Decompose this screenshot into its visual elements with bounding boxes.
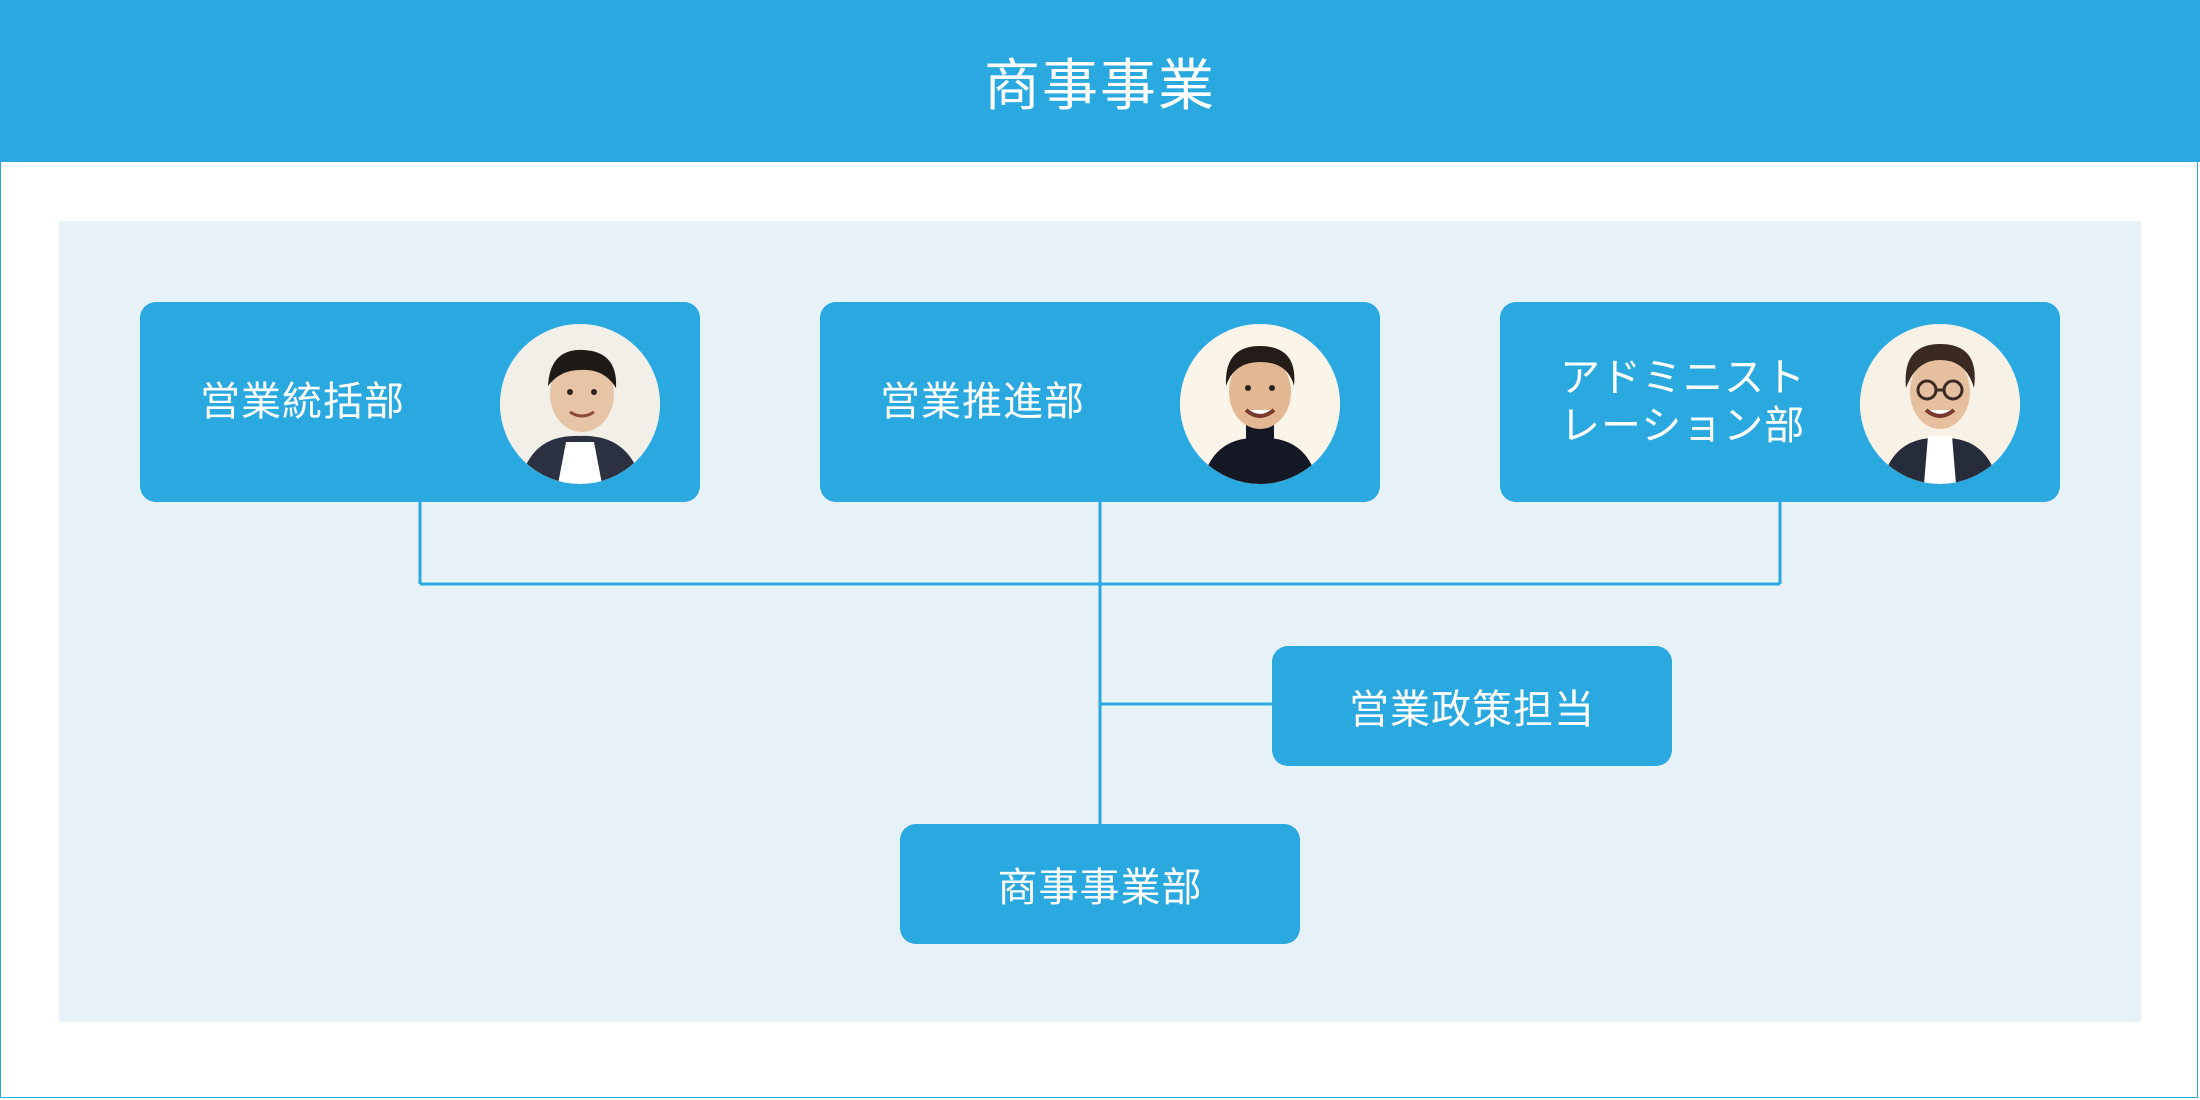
person-photo-icon xyxy=(500,324,660,484)
dept-box-sales-management[interactable]: 営業統括部 xyxy=(140,302,700,502)
dept-label: 営業推進部 xyxy=(880,379,1085,425)
sales-policy-label: 営業政策担当 xyxy=(1349,687,1595,733)
page-title: 商事事業 xyxy=(984,53,1216,119)
dept-box-administration[interactable]: アドミニスト レーション部 xyxy=(1500,302,2060,502)
person-photo-icon xyxy=(1860,324,2020,484)
sales-policy-box[interactable]: 営業政策担当 xyxy=(1272,646,1672,766)
dept-label: アドミニスト レーション部 xyxy=(1560,355,1806,449)
page-title-bar: 商事事業 xyxy=(0,0,2200,162)
trading-business-dept-box[interactable]: 商事事業部 xyxy=(900,824,1300,944)
trading-business-dept-label: 商事事業部 xyxy=(997,865,1203,911)
dept-box-sales-promotion[interactable]: 営業推進部 xyxy=(820,302,1380,502)
dept-label: 営業統括部 xyxy=(200,379,405,425)
person-photo-icon xyxy=(1180,324,1340,484)
